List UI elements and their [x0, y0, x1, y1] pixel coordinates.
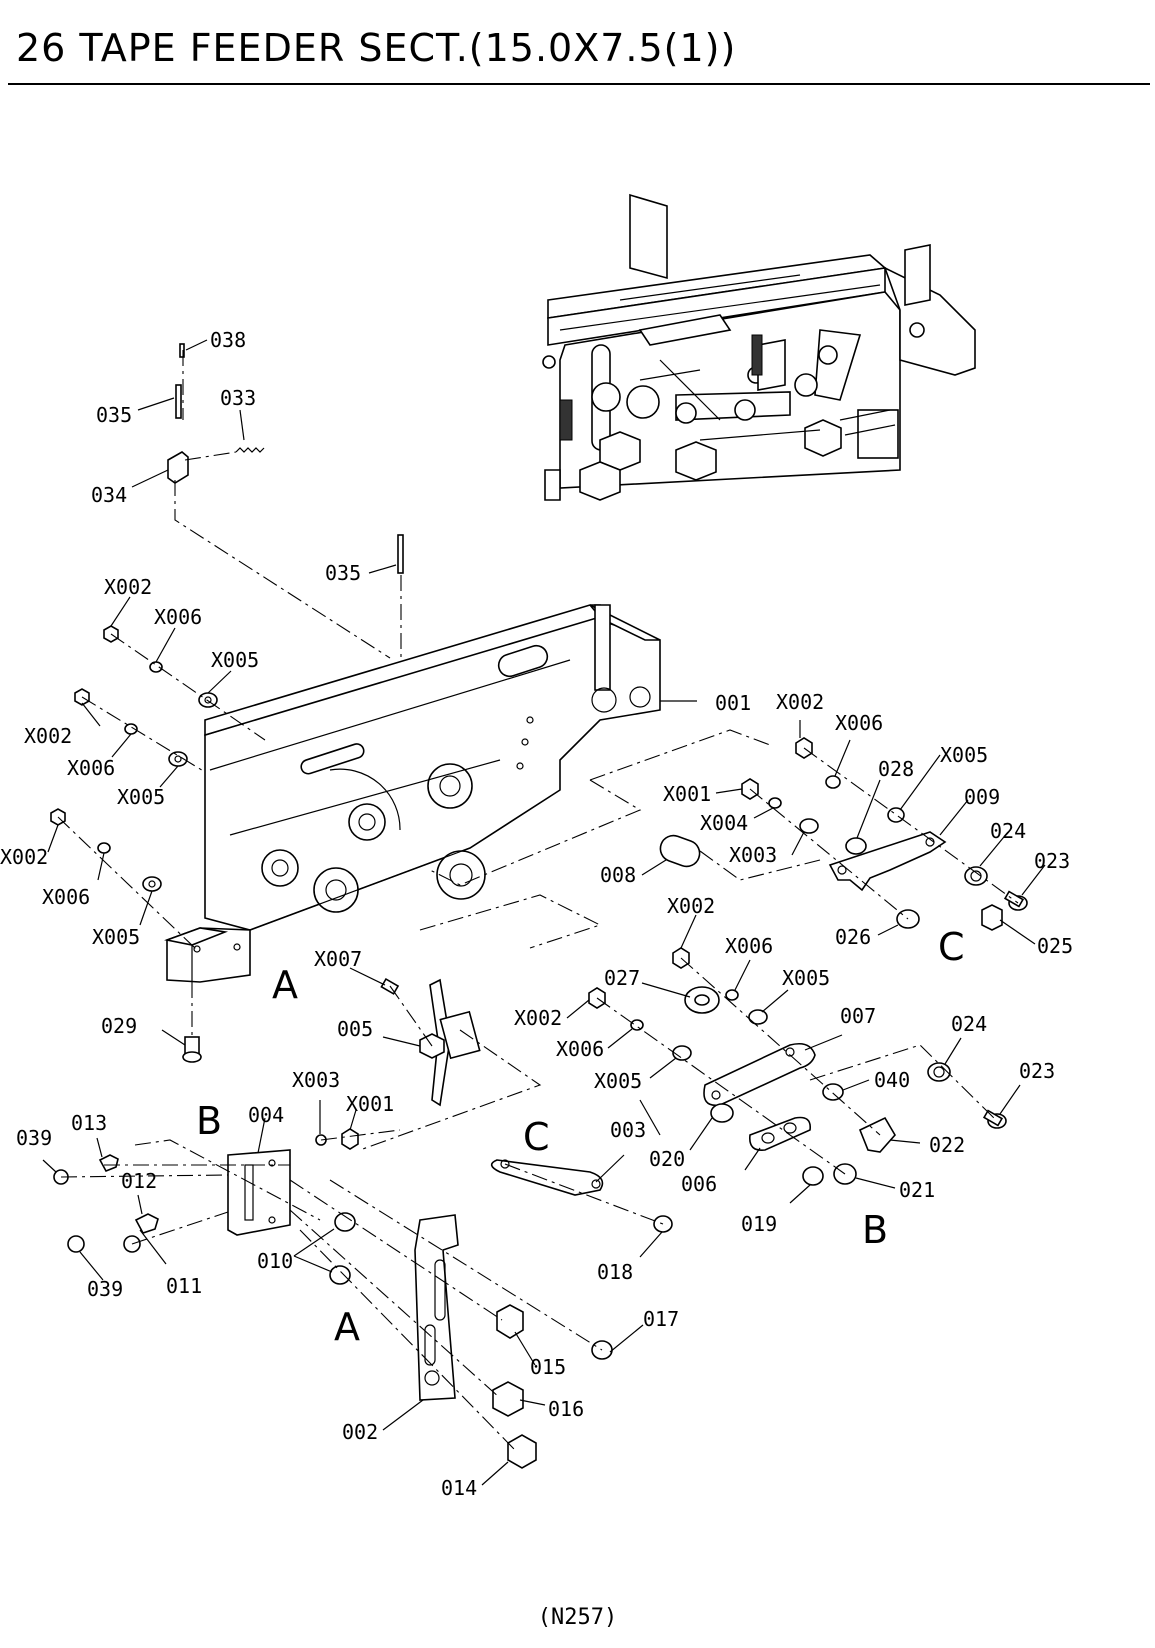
callout-024-a: 024	[990, 819, 1026, 843]
middle-right-linkage-group	[588, 947, 1007, 1186]
callout-008: 008	[600, 863, 636, 887]
callout-x005-d: X005	[940, 743, 988, 767]
callout-x006-d: X006	[835, 711, 883, 735]
callout-002: 002	[342, 1420, 378, 1444]
callout-013: 013	[71, 1111, 107, 1135]
pin-and-spring-group	[167, 343, 404, 574]
callout-x002-f: X002	[514, 1006, 562, 1030]
callout-x005-c: X005	[92, 925, 140, 949]
callout-x004: X004	[700, 811, 748, 835]
callout-x002-c: X002	[0, 845, 48, 869]
callout-x001-a: X001	[663, 782, 711, 806]
callout-x003-b: X003	[292, 1068, 340, 1092]
lower-left-plate-group	[53, 1128, 613, 1469]
assembled-feeder-view	[542, 193, 976, 501]
callout-003: 003	[610, 1118, 646, 1142]
callout-012: 012	[121, 1169, 157, 1193]
ref-letter-a-lower: A	[334, 1305, 360, 1349]
callout-005: 005	[337, 1017, 373, 1041]
callout-x002-d: X002	[776, 690, 824, 714]
callout-014: 014	[441, 1476, 477, 1500]
callout-020: 020	[649, 1147, 685, 1171]
callout-017: 017	[643, 1307, 679, 1331]
callout-026: 026	[835, 925, 871, 949]
callout-034: 034	[91, 483, 127, 507]
callout-001: 001	[715, 691, 751, 715]
callout-035-pin: 035	[325, 561, 361, 585]
callout-033: 033	[220, 386, 256, 410]
callout-023-a: 023	[1034, 849, 1070, 873]
callout-x002-a: X002	[104, 575, 152, 599]
ref-letter-c-upper: C	[938, 925, 965, 969]
center-lever-group	[380, 977, 673, 1233]
callout-x006-b: X006	[67, 756, 115, 780]
callout-x002-e: X002	[667, 894, 715, 918]
callout-x007: X007	[314, 947, 362, 971]
callout-009: 009	[964, 785, 1000, 809]
callout-x006-e: X006	[725, 934, 773, 958]
callout-leader-lines	[42, 339, 1046, 1486]
callout-040: 040	[874, 1068, 910, 1092]
assembly-centerlines	[57, 350, 1019, 1451]
callout-023-b: 023	[1019, 1059, 1055, 1083]
callout-022: 022	[929, 1133, 965, 1157]
callout-x005-a: X005	[211, 648, 259, 672]
page-title: 26 TAPE FEEDER SECT.(15.0X7.5(1))	[16, 26, 737, 70]
page-number: (N257)	[537, 1605, 618, 1630]
callout-004: 004	[248, 1103, 284, 1127]
ref-letter-b-left: B	[196, 1099, 222, 1143]
callout-039-a: 039	[16, 1126, 52, 1150]
callout-021: 021	[899, 1178, 935, 1202]
callout-018: 018	[597, 1260, 633, 1284]
callout-024-b: 024	[951, 1012, 987, 1036]
callout-x006-c: X006	[42, 885, 90, 909]
callout-007: 007	[840, 1004, 876, 1028]
title-rule	[8, 83, 1150, 85]
callout-006: 006	[681, 1172, 717, 1196]
callout-015: 015	[530, 1355, 566, 1379]
callout-x002-b: X002	[24, 724, 72, 748]
callout-labels: 038 035 033 034 035 X002 X006 X005 X002 …	[0, 328, 1073, 1500]
callout-x006-f: X006	[556, 1037, 604, 1061]
callout-027: 027	[604, 966, 640, 990]
callout-x006-a: X006	[154, 605, 202, 629]
callout-x003-a: X003	[729, 843, 777, 867]
ref-letter-a-upper: A	[272, 963, 298, 1007]
callout-016: 016	[548, 1397, 584, 1421]
callout-019: 019	[741, 1212, 777, 1236]
callout-039-b: 039	[87, 1277, 123, 1301]
callout-011: 011	[166, 1274, 202, 1298]
callout-x001-b: X001	[346, 1092, 394, 1116]
callout-028: 028	[878, 757, 914, 781]
callout-029: 029	[101, 1014, 137, 1038]
ref-letter-b-right: B	[862, 1208, 888, 1252]
callout-x005-b: X005	[117, 785, 165, 809]
callout-025: 025	[1037, 934, 1073, 958]
callout-038: 038	[210, 328, 246, 352]
callout-010: 010	[257, 1249, 293, 1273]
callout-x005-e: X005	[782, 966, 830, 990]
reference-letters: A A B B C C	[196, 925, 965, 1349]
ref-letter-c-lower: C	[523, 1115, 550, 1159]
callout-x005-f: X005	[594, 1069, 642, 1093]
callout-035: 035	[96, 403, 132, 427]
